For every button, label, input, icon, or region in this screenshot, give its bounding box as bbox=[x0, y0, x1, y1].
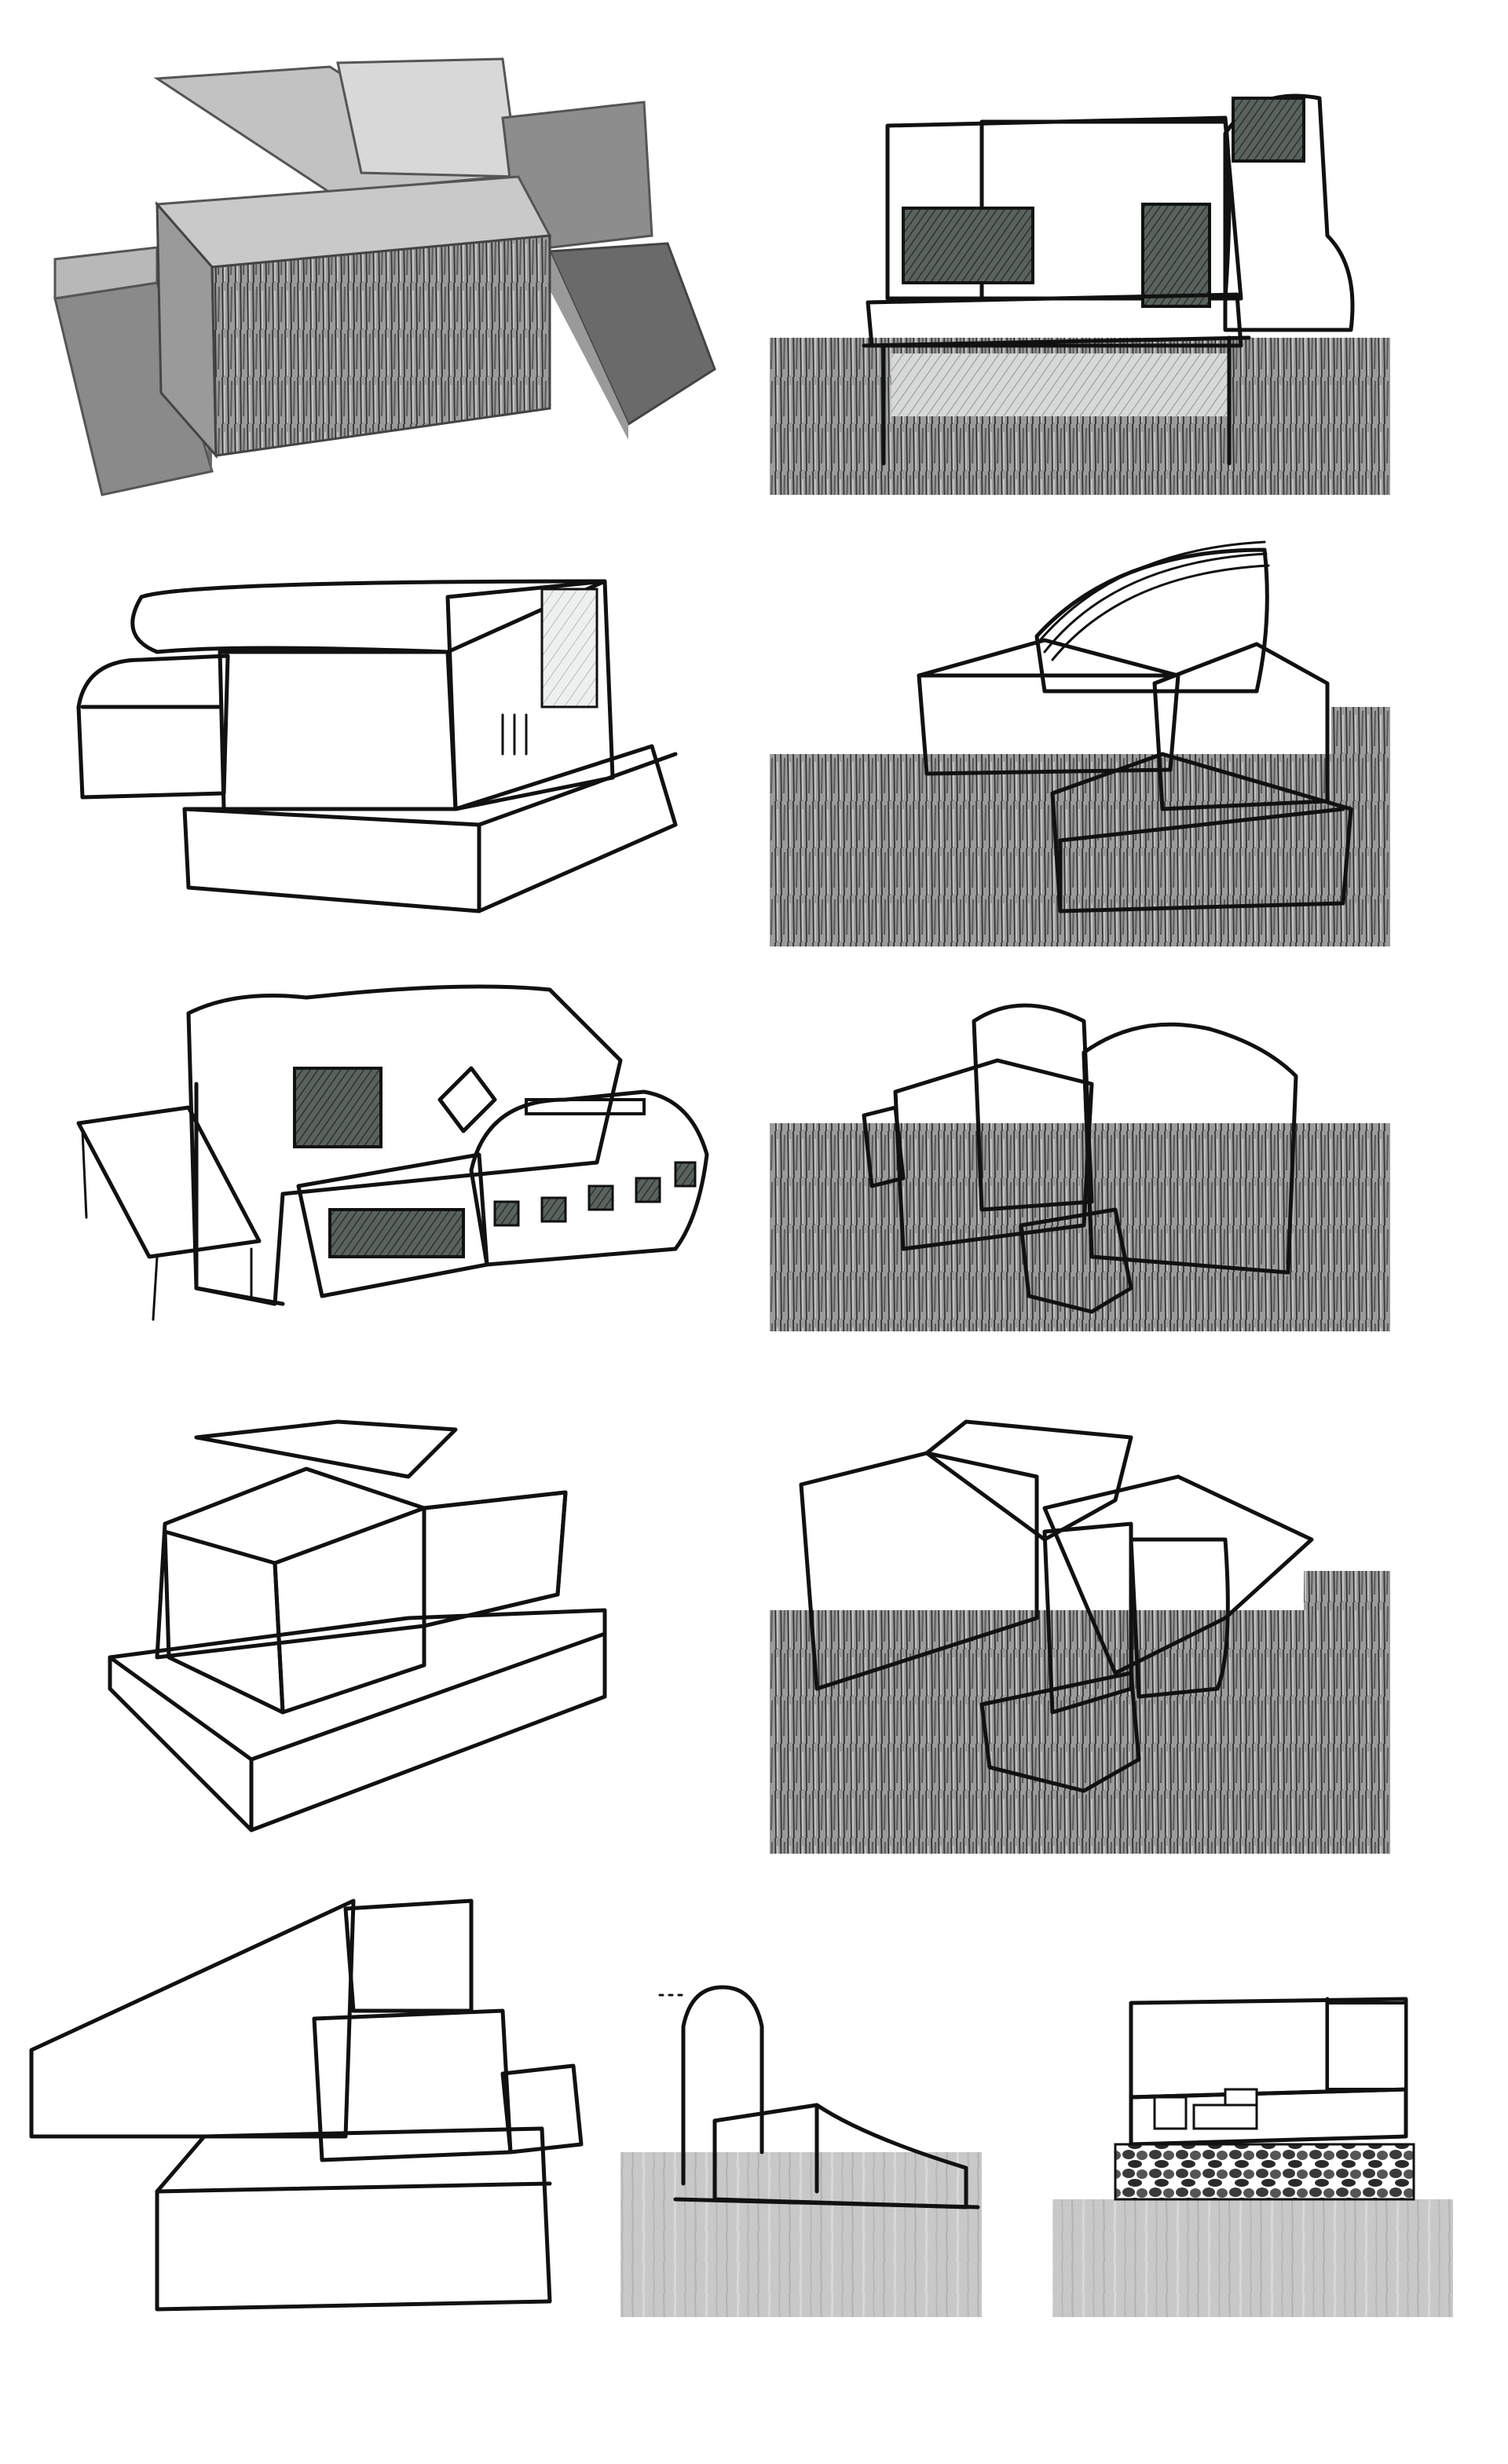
section-sketch-stone-base bbox=[1052, 1997, 1453, 2317]
elevation-sketch-flat-roof bbox=[770, 93, 1390, 495]
perspective-sketch-pitched-roof-blocks bbox=[108, 1419, 607, 1832]
perspective-sketch-stacked-blocks-on-grass bbox=[770, 1003, 1390, 1331]
faint-caption bbox=[1084, 2419, 1461, 2443]
perspective-sketch-sloped-roof-stack bbox=[29, 1898, 584, 2312]
perspective-sketch-angled-roof-blocks-on-grass bbox=[770, 1419, 1390, 1854]
section-sketch-arched-wall bbox=[620, 1985, 982, 2317]
perspective-sketch-rounded-house-with-deck bbox=[76, 984, 709, 1321]
perspective-sketch-barrel-roof bbox=[76, 579, 678, 913]
cardboard-model-photo bbox=[53, 57, 716, 496]
perspective-sketch-curved-roof-on-grass bbox=[770, 540, 1390, 946]
